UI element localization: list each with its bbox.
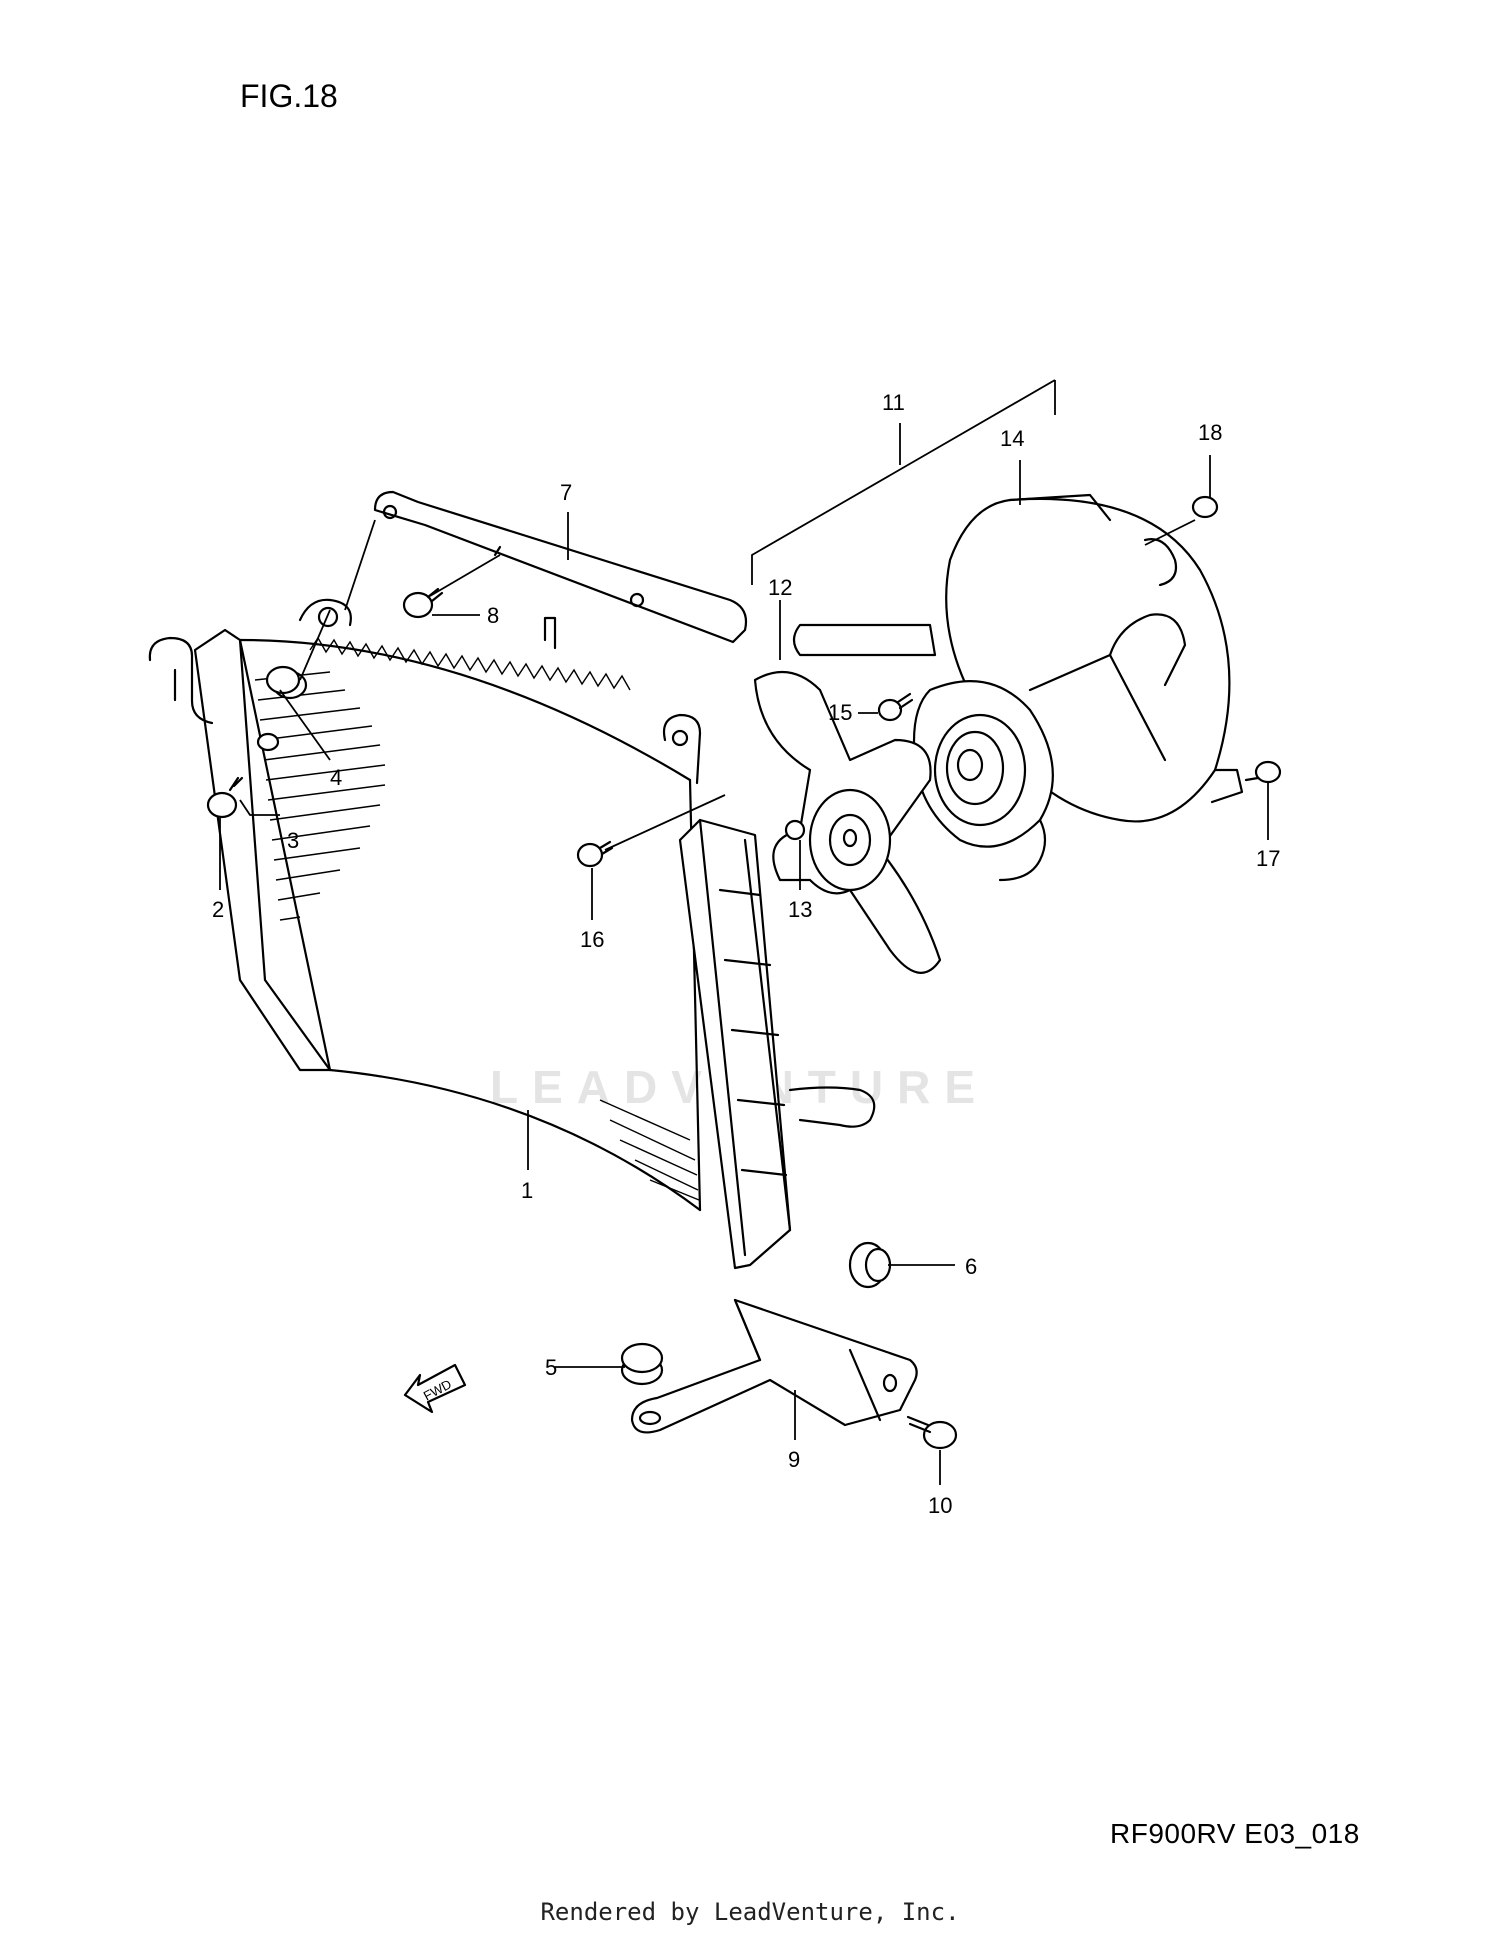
grommet-5 (620, 1342, 664, 1386)
callout-15: 15 (828, 700, 852, 725)
grommet-6 (848, 1241, 892, 1289)
callout-8: 8 (487, 603, 499, 628)
callout-16: 16 (580, 927, 604, 952)
bolt-8 (402, 587, 444, 619)
leader-lines (219, 379, 1269, 1485)
diagram-code: RF900RV E03_018 (1110, 1818, 1360, 1849)
callout-9: 9 (788, 1447, 800, 1472)
bolt-17 (1244, 760, 1282, 784)
figure-title: FIG.18 (240, 78, 338, 114)
render-credit: Rendered by LeadVenture, Inc. (540, 1898, 960, 1926)
callout-17: 17 (1256, 846, 1280, 871)
callout-11: 11 (882, 390, 905, 415)
callout-1: 1 (521, 1178, 533, 1203)
callout-18: 18 (1198, 420, 1222, 445)
radiator-lower-bracket (630, 1298, 918, 1434)
callout-14: 14 (1000, 426, 1024, 451)
callout-6: 6 (965, 1254, 977, 1279)
bolt-10 (906, 1415, 958, 1450)
fwd-direction-arrow: FWD (403, 1363, 467, 1414)
callout-numbers: 1 2 3 4 5 6 7 8 9 10 11 12 13 14 15 16 1… (212, 390, 1280, 1518)
callout-7: 7 (560, 480, 572, 505)
radiator-cap-bolt (206, 776, 244, 819)
callout-2: 2 (212, 897, 224, 922)
fan-motor (912, 679, 1054, 882)
callout-3: 3 (287, 828, 299, 853)
nut-18 (1191, 495, 1219, 519)
radiator (148, 598, 876, 1270)
callout-10: 10 (928, 1493, 952, 1518)
callout-4: 4 (330, 765, 342, 790)
callout-13: 13 (788, 897, 812, 922)
callout-5: 5 (545, 1355, 557, 1380)
bolt-16 (576, 840, 614, 868)
bolt-13 (784, 819, 806, 841)
radiator-upper-bracket (373, 490, 748, 644)
callout-12: 12 (768, 575, 792, 600)
bolt-15 (877, 692, 914, 722)
